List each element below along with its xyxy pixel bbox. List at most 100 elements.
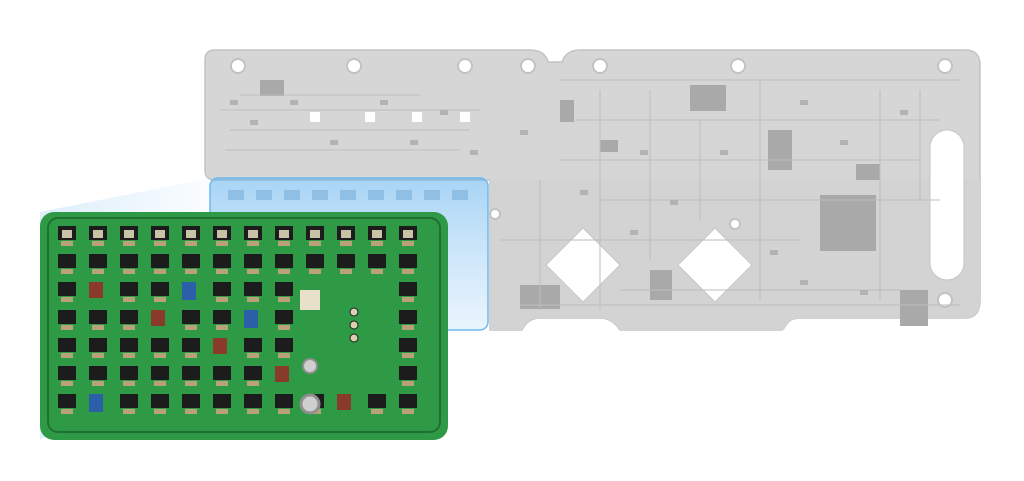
chip-component	[244, 338, 262, 352]
solder-pad	[278, 353, 290, 358]
capacitor	[248, 230, 258, 238]
chip-component	[151, 366, 169, 380]
solder-pad	[123, 269, 135, 274]
solder-pad	[402, 353, 414, 358]
chip-component	[58, 282, 76, 296]
chip-component	[89, 310, 107, 324]
solder-pad	[278, 269, 290, 274]
solder-pad	[340, 241, 352, 246]
solder-pad	[278, 297, 290, 302]
solder-pad	[216, 297, 228, 302]
chip-component	[244, 394, 262, 408]
chip-component	[306, 254, 324, 268]
chip-component	[368, 394, 386, 408]
inductor	[182, 282, 196, 300]
solder-pad	[185, 409, 197, 414]
solder-pad	[61, 241, 73, 246]
solder-pad	[247, 353, 259, 358]
gray-pcb-board	[204, 49, 981, 331]
chip-component	[399, 282, 417, 296]
solder-pad	[309, 241, 321, 246]
chip-component	[120, 254, 138, 268]
solder-pad	[371, 269, 383, 274]
chip-component	[275, 394, 293, 408]
chip-component	[58, 310, 76, 324]
chip-component	[244, 282, 262, 296]
solder-pad	[216, 269, 228, 274]
solder-pad	[92, 325, 104, 330]
solder-pad	[247, 297, 259, 302]
chip-component	[58, 394, 76, 408]
chip-component	[120, 366, 138, 380]
solder-pad	[185, 353, 197, 358]
board-slot	[929, 129, 965, 281]
chip-component	[120, 338, 138, 352]
solder-pad	[154, 269, 166, 274]
chip-component	[58, 254, 76, 268]
chip-component	[151, 394, 169, 408]
solder-pad	[309, 269, 321, 274]
solder-pad	[402, 241, 414, 246]
chip-component	[244, 254, 262, 268]
diamond-cutout-right	[677, 227, 753, 303]
solder-pad	[340, 269, 352, 274]
solder-pad	[402, 269, 414, 274]
solder-pad	[185, 241, 197, 246]
capacitor	[155, 230, 165, 238]
chip-component	[275, 254, 293, 268]
solder-pad	[247, 241, 259, 246]
solder-pad	[278, 409, 290, 414]
chip-component	[89, 366, 107, 380]
gray-small-components	[230, 100, 908, 295]
chip-component	[213, 366, 231, 380]
solder-pad	[61, 297, 73, 302]
solder-pad	[123, 353, 135, 358]
solder-pad	[61, 409, 73, 414]
chip-component	[151, 338, 169, 352]
solder-pad	[154, 409, 166, 414]
solder-pad	[123, 297, 135, 302]
chip-component	[275, 338, 293, 352]
solder-pad	[123, 381, 135, 386]
solder-pad	[185, 269, 197, 274]
chip-component	[399, 310, 417, 324]
zoomed-pcb-inset	[40, 212, 448, 440]
chip-component	[182, 254, 200, 268]
inductor	[244, 310, 258, 328]
solder-pad	[371, 409, 383, 414]
solder-pad	[92, 381, 104, 386]
solder-pad	[247, 409, 259, 414]
chip-component	[120, 310, 138, 324]
chip-component	[399, 366, 417, 380]
chip-component	[213, 282, 231, 296]
solder-pad	[247, 381, 259, 386]
chip-component	[337, 254, 355, 268]
resistor	[337, 394, 351, 410]
chip-component	[182, 310, 200, 324]
solder-pad	[371, 241, 383, 246]
gray-traces	[220, 79, 960, 310]
chip-component	[368, 254, 386, 268]
chip-component	[58, 366, 76, 380]
solder-pad	[278, 325, 290, 330]
resistor	[89, 282, 103, 298]
solder-pad	[216, 409, 228, 414]
capacitor	[186, 230, 196, 238]
solder-pad	[216, 381, 228, 386]
solder-pad	[185, 325, 197, 330]
solder-pad	[61, 381, 73, 386]
chip-component	[399, 394, 417, 408]
chip-component	[89, 338, 107, 352]
solder-pad	[185, 381, 197, 386]
capacitor	[341, 230, 351, 238]
solder-pad	[154, 353, 166, 358]
solder-pad	[247, 269, 259, 274]
chip-component	[151, 282, 169, 296]
resistor	[151, 310, 165, 326]
diamond-cutout-left	[545, 227, 621, 303]
chip-component	[120, 282, 138, 296]
capacitor	[403, 230, 413, 238]
solder-pad	[123, 325, 135, 330]
chip-component	[151, 254, 169, 268]
